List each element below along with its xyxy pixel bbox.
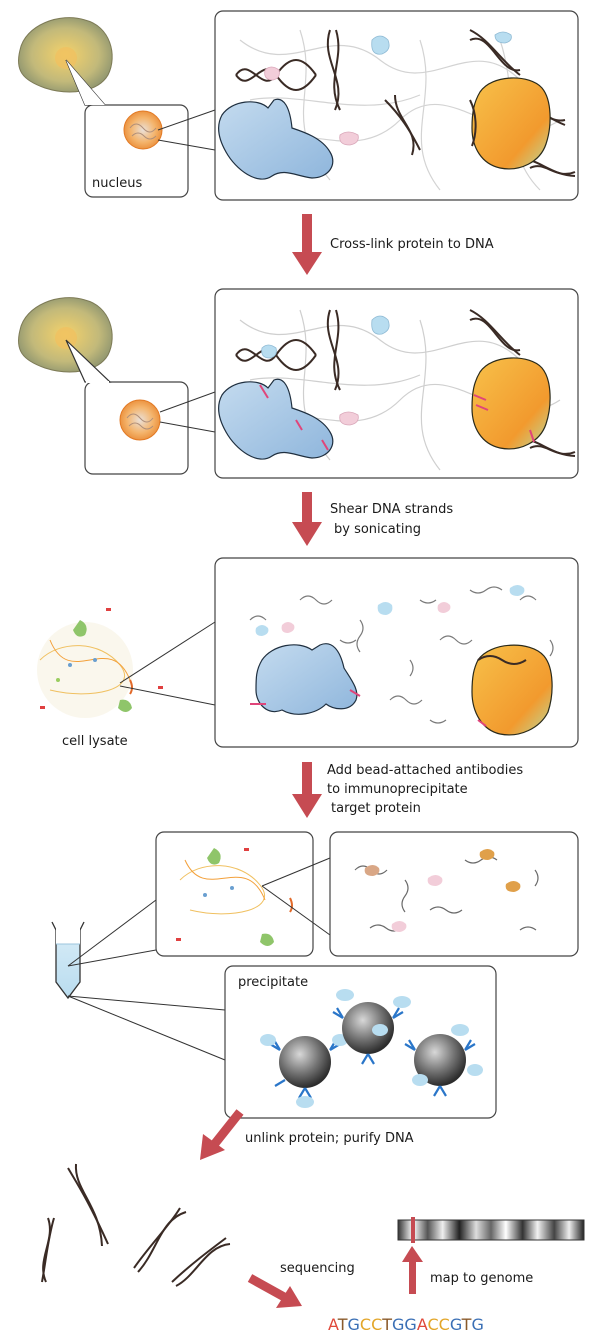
arrow-shear <box>292 492 322 546</box>
lysate-label: cell lysate <box>62 734 128 749</box>
nucleus-icon <box>123 110 163 150</box>
arrow-antibodies <box>292 762 322 818</box>
sequence-letter: A <box>417 1315 428 1334</box>
sequence-letter: T <box>337 1315 348 1334</box>
sequence-letter: G <box>404 1315 416 1334</box>
orange-protein-2 <box>471 357 551 450</box>
sequence-letter: G <box>347 1315 359 1334</box>
sequence-letter: C <box>360 1315 371 1334</box>
step3-group: cell lysate <box>37 557 579 749</box>
sequence-letter: G <box>471 1315 483 1334</box>
sequence-letter: C <box>428 1315 439 1334</box>
step4-group: precipitate <box>51 831 579 1119</box>
chromosome-icon <box>397 1217 585 1243</box>
sequence-letter: T <box>461 1315 472 1334</box>
blue-protein-3 <box>255 643 358 715</box>
dna-fragments <box>41 1163 231 1287</box>
ab-label-1: Add bead-attached antibodies <box>327 763 523 778</box>
nucleus-label: nucleus <box>92 176 142 191</box>
shear-label-1: Shear DNA strands <box>330 502 453 517</box>
map-label: map to genome <box>430 1271 533 1286</box>
orange-protein-1 <box>471 77 551 170</box>
shear-label-2: by sonicating <box>334 522 421 537</box>
arrow-unlink <box>200 1109 244 1160</box>
bead-1 <box>260 1034 348 1108</box>
sequence-text: ATGCCTGGACCGTG <box>328 1315 484 1334</box>
ab-label-2: to immunoprecipitate <box>327 782 468 797</box>
unbound-box <box>329 831 579 957</box>
blue-protein-2 <box>217 378 334 460</box>
step2-group <box>18 288 579 479</box>
ab-label-3: target protein <box>331 801 421 816</box>
supernatant-box <box>155 831 314 957</box>
sequence-letter: C <box>371 1315 382 1334</box>
sequence-letter: T <box>381 1315 392 1334</box>
cell-lysate-icon <box>37 608 163 718</box>
precipitate-label: precipitate <box>238 975 308 990</box>
blue-protein-1 <box>217 98 334 180</box>
sequencing-label: sequencing <box>280 1261 355 1276</box>
arrow-map <box>402 1246 423 1294</box>
step1-group: nucleus <box>18 10 579 201</box>
sequence-letter: A <box>328 1315 339 1334</box>
bead-2 <box>332 989 411 1065</box>
arrow-sequencing <box>247 1274 302 1308</box>
nucleus-icon-2 <box>119 399 161 441</box>
crosslink-label: Cross-link protein to DNA <box>330 237 494 252</box>
tube-icon <box>51 921 85 1000</box>
unlink-label: unlink protein; purify DNA <box>245 1131 414 1146</box>
sequence-letter: G <box>450 1315 462 1334</box>
orange-protein-3 <box>471 644 553 736</box>
sequence-letter: C <box>439 1315 450 1334</box>
bead-3 <box>404 1024 483 1097</box>
arrow-crosslink <box>292 214 322 275</box>
sequence-letter: G <box>392 1315 404 1334</box>
